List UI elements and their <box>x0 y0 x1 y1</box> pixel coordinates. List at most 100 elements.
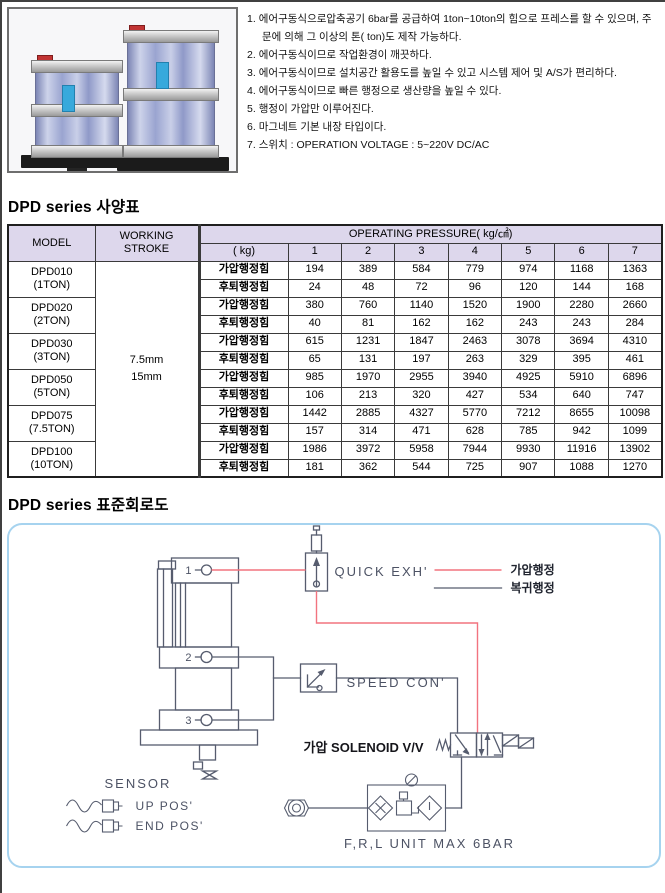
return-value-cell: 131 <box>340 350 396 370</box>
press-value-cell: 1140 <box>394 296 449 316</box>
port-3-label: 3 <box>185 715 191 727</box>
model-cell: DPD030(3TON) <box>7 332 96 370</box>
col-header-stroke: WORKING STROKE <box>94 224 200 262</box>
feature-number: 1. <box>247 13 256 25</box>
subcol-2: 2 <box>340 242 396 262</box>
press-value-cell: 2280 <box>554 296 609 316</box>
press-value-cell: 1847 <box>394 332 449 352</box>
press-value-cell: 194 <box>287 260 342 280</box>
return-value-cell: 263 <box>447 350 503 370</box>
press-label-cell: 가압행정힘 <box>197 440 289 460</box>
circuit-heading: DPD series 표준회로도 <box>8 497 169 514</box>
press-value-cell: 985 <box>287 368 342 388</box>
press-value-cell: 760 <box>340 296 396 316</box>
frl-label: F,R,L UNIT MAX 6BAR <box>344 836 515 851</box>
return-value-cell: 120 <box>501 278 556 298</box>
return-value-cell: 96 <box>447 278 503 298</box>
return-value-cell: 329 <box>501 350 556 370</box>
press-value-cell: 7944 <box>447 440 503 460</box>
col-header-pressure: OPERATING PRESSURE( kg/㎠) <box>197 224 663 244</box>
press-value-cell: 615 <box>287 332 342 352</box>
press-value-cell: 9930 <box>501 440 556 460</box>
return-value-cell: 81 <box>340 314 396 334</box>
press-value-cell: 1520 <box>447 296 503 316</box>
press-label-cell: 가압행정힘 <box>197 260 289 280</box>
press-value-cell: 6896 <box>607 368 663 388</box>
return-label-cell: 후퇴행정힘 <box>197 458 289 478</box>
return-value-cell: 72 <box>394 278 449 298</box>
top-section: 1.에어구동식으로압축공기 6bar를 공급하여 1ton~10ton의 힘으로… <box>7 7 661 175</box>
subcol-3: 3 <box>394 242 449 262</box>
return-value-cell: 181 <box>287 458 342 478</box>
feature-item: 3.에어구동식이므로 설치공간 활용도를 높일 수 있고 시스템 제어 및 A/… <box>247 64 661 82</box>
return-value-cell: 942 <box>554 422 609 442</box>
press-value-cell: 7212 <box>501 404 556 424</box>
return-value-cell: 320 <box>394 386 449 406</box>
solenoid-valve-symbol <box>435 732 535 758</box>
press-value-cell: 974 <box>501 260 556 280</box>
subcol-1: 1 <box>287 242 342 262</box>
press-value-cell: 2885 <box>340 404 396 424</box>
return-value-cell: 197 <box>394 350 449 370</box>
return-label-cell: 후퇴행정힘 <box>197 314 289 334</box>
press-value-cell: 5910 <box>554 368 609 388</box>
press-value-cell: 3972 <box>340 440 396 460</box>
press-value-cell: 8655 <box>554 404 609 424</box>
return-value-cell: 628 <box>447 422 503 442</box>
return-value-cell: 747 <box>607 386 663 406</box>
cylinder-left-image <box>31 55 123 158</box>
subcol-6: 6 <box>554 242 609 262</box>
feature-text: 스위치 : OPERATION VOLTAGE : 5~220V DC/AC <box>258 139 490 152</box>
up-pos-label: UP POS' <box>136 799 194 813</box>
return-value-cell: 395 <box>554 350 609 370</box>
return-label-cell: 후퇴행정힘 <box>197 386 289 406</box>
cylinder-bottom-plate <box>31 145 123 158</box>
press-value-cell: 2660 <box>607 296 663 316</box>
return-label-cell: 후퇴행정힘 <box>197 350 289 370</box>
return-label-cell: 후퇴행정힘 <box>197 422 289 442</box>
return-value-cell: 534 <box>501 386 556 406</box>
feature-text: 에어구동식이므로 설치공간 활용도를 높일 수 있고 시스템 제어 및 A/S가… <box>258 67 617 80</box>
feature-item: 7.스위치 : OPERATION VOLTAGE : 5~220V DC/AC <box>247 136 661 154</box>
frl-unit-symbol <box>366 773 447 832</box>
return-line <box>211 656 463 809</box>
spec-table-heading: DPD series 사양표 <box>8 199 140 216</box>
return-value-cell: 48 <box>340 278 396 298</box>
cylinder-label-sticker <box>155 61 169 89</box>
feature-number: 2. <box>247 49 256 62</box>
port-1-label: 1 <box>185 565 191 577</box>
press-value-cell: 5958 <box>394 440 449 460</box>
quick-exh-label: QUICK EXH' <box>335 564 429 579</box>
press-value-cell: 5770 <box>447 404 503 424</box>
air-source-symbol <box>283 799 310 817</box>
legend-press-label: 가압행정 <box>511 562 555 577</box>
press-value-cell: 13902 <box>607 440 663 460</box>
return-value-cell: 785 <box>501 422 556 442</box>
sensor-label: SENSOR <box>105 776 172 791</box>
press-value-cell: 10098 <box>607 404 663 424</box>
table-header-row: MODEL WORKING STROKE OPERATING PRESSURE(… <box>7 224 663 262</box>
subcol-kg: ( kg) <box>197 242 289 262</box>
return-value-cell: 1099 <box>607 422 663 442</box>
press-value-cell: 1442 <box>287 404 342 424</box>
feature-list: 1.에어구동식으로압축공기 6bar를 공급하여 1ton~10ton의 힘으로… <box>247 10 661 154</box>
cylinder-mid-plate <box>123 87 219 101</box>
return-value-cell: 168 <box>607 278 663 298</box>
circuit-box: 1 2 3 <box>7 523 661 868</box>
press-value-cell: 389 <box>340 260 396 280</box>
return-value-cell: 640 <box>554 386 609 406</box>
press-value-cell: 4310 <box>607 332 663 352</box>
feature-item: 5.행정이 가압만 이루어진다. <box>247 100 661 118</box>
press-value-cell: 1986 <box>287 440 342 460</box>
press-value-cell: 584 <box>394 260 449 280</box>
feature-text: 행정이 가압만 이루어진다. <box>258 103 374 116</box>
return-value-cell: 1088 <box>554 458 609 478</box>
cylinder-top-plate <box>31 60 123 73</box>
solenoid-label: 가압 SOLENOID V/V <box>304 740 424 755</box>
press-value-cell: 1970 <box>340 368 396 388</box>
